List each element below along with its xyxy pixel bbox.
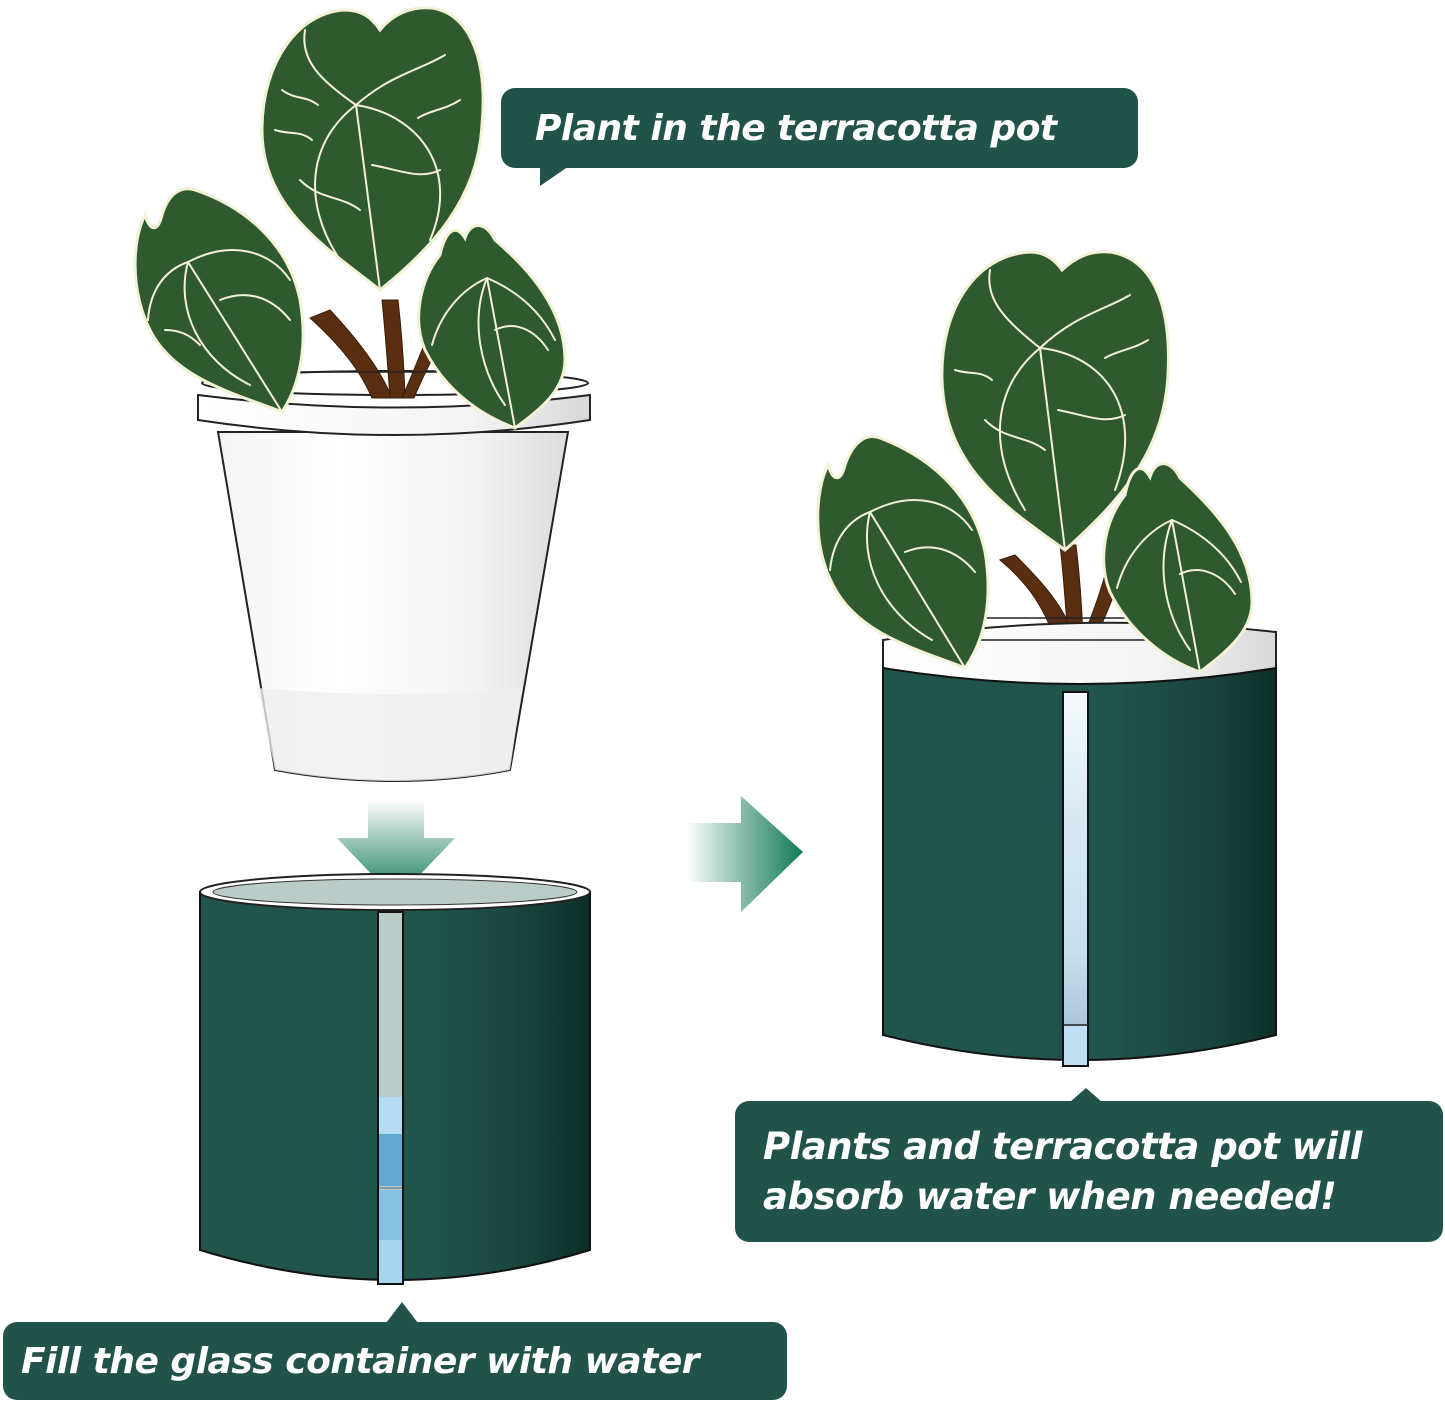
callout-step-plant-text: Plant in the terracotta pot: [535, 107, 1057, 149]
right-leaf-back-large: [940, 250, 1170, 552]
left-glass-container: [199, 873, 591, 1285]
callout-step-fill: Fill the glass container with water: [3, 1322, 787, 1400]
callout-top-tail: [540, 164, 572, 186]
callout-step-absorb-line1: Plants and terracotta pot will: [763, 1124, 1362, 1168]
left-leaf-right: [417, 224, 567, 430]
callout-step-absorb-line2: absorb water when needed!: [763, 1174, 1337, 1218]
left-leaf-left: [133, 187, 305, 414]
callout-bottom-tail: [386, 1302, 418, 1323]
left-pot-with-plant: [133, 6, 591, 782]
callout-right-tail: [1070, 1088, 1102, 1102]
right-assembled-planter: [816, 250, 1277, 1067]
right-leaf-left: [816, 435, 990, 670]
callout-step-absorb-text: Plants and terracotta pot will absorb wa…: [763, 1122, 1362, 1222]
arrow-right-icon: [686, 796, 803, 912]
callout-step-plant: Plant in the terracotta pot: [501, 88, 1138, 168]
arrow-down-icon: [337, 800, 455, 900]
callout-step-absorb: Plants and terracotta pot will absorb wa…: [735, 1101, 1443, 1242]
left-leaf-back-large: [260, 6, 485, 292]
right-leaf-right: [1102, 462, 1254, 674]
callout-step-fill-text: Fill the glass container with water: [21, 1340, 700, 1382]
